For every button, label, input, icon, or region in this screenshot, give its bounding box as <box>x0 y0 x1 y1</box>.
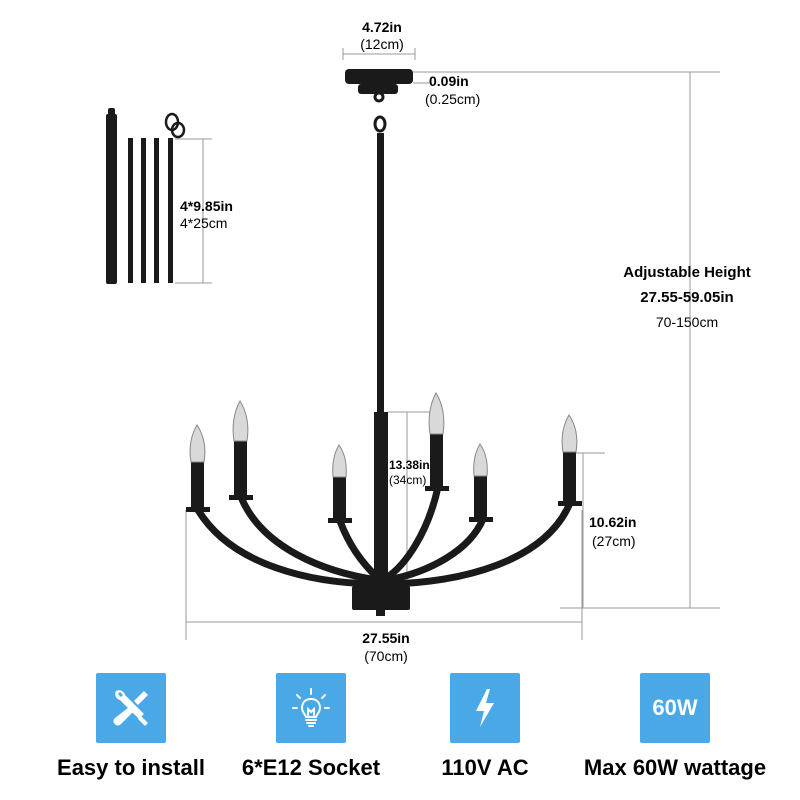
adjustable-height-metric: 70-150cm <box>655 314 719 330</box>
rods-dimension <box>175 138 212 284</box>
tools-icon <box>96 673 166 743</box>
canopy-width-imperial: 4.72in <box>362 19 402 35</box>
wattage-icon: 60W <box>640 673 710 743</box>
center-column-imperial: 13.38in <box>389 458 430 472</box>
candle-5 <box>469 443 493 522</box>
wattage-badge: 60W <box>652 695 698 720</box>
candle-2 <box>229 399 253 500</box>
overall-width-metric: (70cm) <box>364 648 408 664</box>
overall-width-dimension <box>185 510 583 640</box>
downrod <box>377 133 384 413</box>
extension-rods <box>106 108 186 284</box>
feature-voltage-label: 110V AC <box>441 755 529 780</box>
adjustable-height-title: Adjustable Height <box>623 264 751 281</box>
candle-3 <box>328 444 352 523</box>
rods-imperial: 4*9.85in <box>180 198 233 214</box>
feature-socket-label: 6*E12 Socket <box>241 755 381 780</box>
candle-1 <box>186 424 210 512</box>
canopy-width-dimension <box>342 48 416 60</box>
canopy-thickness-imperial: 0.09in <box>429 73 469 89</box>
arm-height-metric: (27cm) <box>592 533 636 549</box>
feature-socket: 6*E12 Socket <box>216 673 406 780</box>
candle-4 <box>425 391 449 491</box>
lightning-icon <box>450 673 520 743</box>
feature-easy-install-label: Easy to install <box>57 755 205 780</box>
rods-metric: 4*25cm <box>180 215 228 231</box>
adjustable-height-dimension <box>418 71 720 609</box>
center-column-metric: (34cm) <box>389 473 427 487</box>
feature-voltage: 110V AC <box>390 673 580 780</box>
overall-width-imperial: 27.55in <box>362 630 410 646</box>
feature-easy-install: Easy to install <box>36 673 226 780</box>
adjustable-height-imperial: 27.55-59.05in <box>640 289 734 306</box>
bottom-hub <box>352 586 410 616</box>
feature-wattage-label: Max 60W wattage <box>583 755 767 780</box>
center-column <box>374 412 388 587</box>
canopy-thickness-metric: (0.25cm) <box>425 91 481 107</box>
arm-height-imperial: 10.62in <box>589 514 637 530</box>
canopy-width-metric: (12cm) <box>360 36 404 52</box>
canopy <box>345 69 413 133</box>
bulb-icon <box>276 673 346 743</box>
candle-6 <box>558 414 582 506</box>
feature-wattage: 60W Max 60W wattage <box>580 673 770 780</box>
arms <box>194 483 574 588</box>
